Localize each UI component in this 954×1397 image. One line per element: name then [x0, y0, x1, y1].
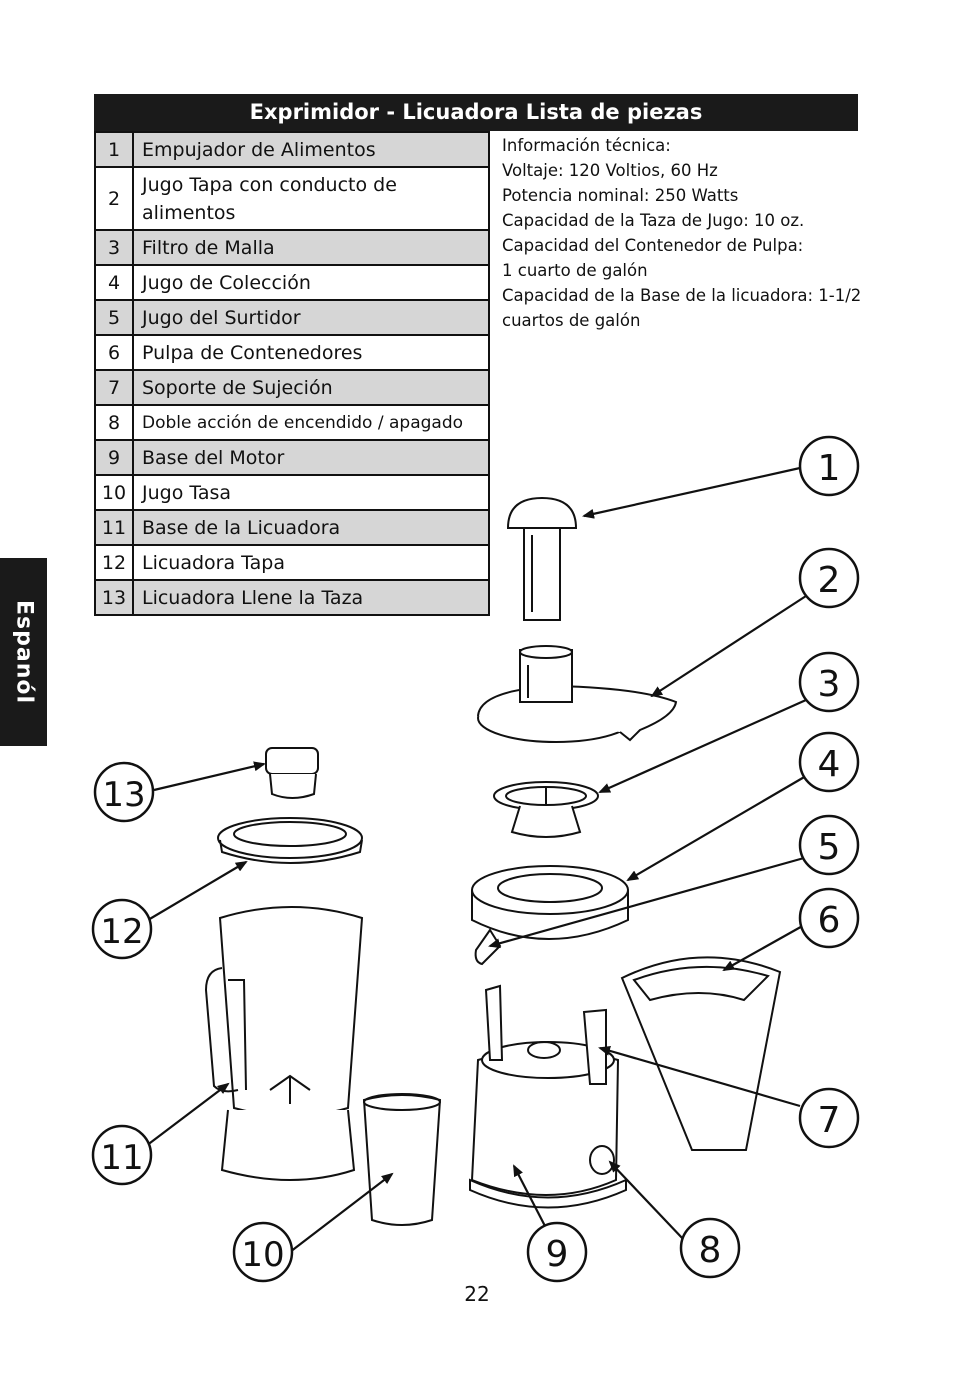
mesh-filter-illustration — [493, 781, 599, 838]
juice-collector-illustration — [471, 865, 629, 966]
part-name: Licuadora Tapa — [132, 544, 490, 581]
part-number: 9 — [94, 439, 134, 476]
part-number: 11 — [94, 509, 134, 546]
part-number: 13 — [94, 579, 134, 616]
part-name: Jugo Tasa — [132, 474, 490, 511]
callout-9: 9 — [526, 1221, 588, 1283]
tech-line: cuartos de galón — [502, 311, 641, 330]
part-number: 6 — [94, 334, 134, 371]
callout-13: 13 — [93, 761, 155, 823]
part-number: 7 — [94, 369, 134, 406]
svg-text:4: 4 — [818, 744, 841, 785]
tech-line: Capacidad del Contenedor de Pulpa: — [502, 236, 804, 255]
svg-text:5: 5 — [818, 827, 841, 868]
callout-10: 10 — [232, 1221, 294, 1283]
part-number: 2 — [94, 166, 134, 231]
part-name: Jugo Tapa con conducto de alimentos — [132, 166, 490, 231]
technical-info: Información técnica: Voltaje: 120 Voltio… — [502, 133, 862, 333]
part-number: 1 — [94, 131, 134, 168]
svg-text:13: 13 — [102, 775, 145, 815]
blender-lid-illustration — [217, 817, 363, 864]
svg-text:10: 10 — [241, 1235, 284, 1275]
svg-text:12: 12 — [100, 912, 143, 952]
part-name: Filtro de Malla — [132, 229, 490, 266]
pulp-container-illustration — [620, 956, 782, 1151]
part-name: Doble acción de encendido / apagado — [132, 404, 490, 441]
svg-text:7: 7 — [818, 1100, 841, 1141]
tech-line: Potencia nominal: 250 Watts — [502, 186, 739, 205]
juice-cup-illustration — [362, 1093, 442, 1226]
svg-text:11: 11 — [100, 1138, 143, 1178]
part-name: Empujador de Alimentos — [132, 131, 490, 168]
tech-heading: Información técnica: — [502, 136, 671, 155]
part-number: 8 — [94, 404, 134, 441]
callout-markers: 1 2 3 4 5 6 7 8 9 10 11 12 13 — [91, 435, 860, 1283]
svg-text:6: 6 — [818, 900, 841, 941]
tech-line: Capacidad de la Base de la licuadora: 1-… — [502, 286, 862, 305]
motor-base-illustration — [469, 984, 627, 1209]
fill-cap-illustration — [265, 747, 319, 799]
page-number: 22 — [464, 1282, 490, 1306]
part-name: Licuadora Llene la Taza — [132, 579, 490, 616]
part-name: Base de la Licuadora — [132, 509, 490, 546]
svg-text:8: 8 — [699, 1230, 722, 1271]
language-tab: Espanól — [0, 558, 47, 746]
callout-8: 8 — [679, 1217, 741, 1279]
tech-line: Voltaje: 120 Voltios, 60 Hz — [502, 161, 718, 180]
part-number: 4 — [94, 264, 134, 301]
callout-2: 2 — [798, 547, 860, 609]
tech-line: Capacidad de la Taza de Jugo: 10 oz. — [502, 211, 805, 230]
part-number: 12 — [94, 544, 134, 581]
callout-3: 3 — [798, 651, 860, 713]
part-name: Jugo del Surtidor — [132, 299, 490, 336]
part-name: Pulpa de Contenedores — [132, 334, 490, 371]
part-name: Base del Motor — [132, 439, 490, 476]
svg-text:2: 2 — [818, 560, 841, 601]
callout-6: 6 — [798, 887, 860, 949]
part-number: 5 — [94, 299, 134, 336]
callout-11: 11 — [91, 1124, 153, 1186]
callout-4: 4 — [798, 731, 860, 793]
part-number: 3 — [94, 229, 134, 266]
parts-list-title: Exprimidor - Licuadora Lista de piezas — [94, 94, 858, 131]
part-number: 10 — [94, 474, 134, 511]
callout-1: 1 — [798, 435, 860, 497]
svg-text:3: 3 — [818, 664, 841, 705]
part-name: Soporte de Sujeción — [132, 369, 490, 406]
svg-text:9: 9 — [546, 1234, 569, 1275]
svg-text:1: 1 — [818, 448, 841, 489]
callout-12: 12 — [91, 898, 153, 960]
part-name: Jugo de Colección — [132, 264, 490, 301]
tech-line: 1 cuarto de galón — [502, 261, 648, 280]
juicer-lid-illustration — [477, 645, 678, 743]
callout-7: 7 — [798, 1087, 860, 1149]
callout-5: 5 — [798, 814, 860, 876]
food-pusher-illustration — [506, 496, 578, 621]
blender-jar-illustration — [204, 906, 364, 1181]
